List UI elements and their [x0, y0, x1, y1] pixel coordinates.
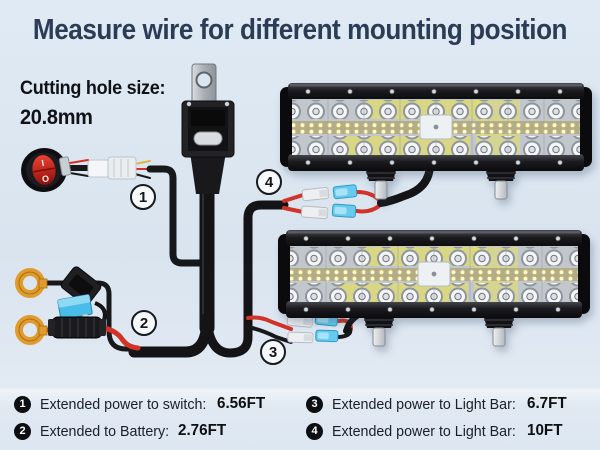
inline-wire-connector [87, 156, 137, 180]
spec-row-2: 2 Extended to Battery: 2.76FT [14, 420, 306, 442]
led-light-bar-top [279, 82, 593, 200]
cutting-hole-value: 20.8mm [20, 106, 93, 129]
spade-connectors-4 [300, 184, 358, 220]
inline-fuse-holder [48, 266, 107, 339]
switch-off-mark: O [41, 173, 50, 184]
callout-4: 4 [256, 169, 282, 195]
spec-1-badge-icon: 1 [14, 395, 31, 413]
relay-cable-boot [190, 152, 226, 194]
page-title: Measure wire for different mounting posi… [32, 14, 568, 46]
rocker-switch: I O [21, 147, 72, 193]
spec-4-value: 10FT [527, 422, 563, 439]
spec-4-badge-icon: 4 [306, 422, 323, 440]
spec-3-badge-icon: 3 [306, 395, 323, 413]
relay [181, 63, 235, 158]
spec-2-value: 2.76FT [177, 422, 227, 439]
spec-3-label: Extended power to Light Bar: [332, 395, 516, 413]
fuse-cap [60, 266, 102, 306]
cutting-hole-label: Cutting hole size: [20, 78, 166, 99]
spec-3-value: 6.7FT [527, 395, 568, 412]
switch-on-mark: I [41, 158, 45, 168]
spec-2-badge-icon: 2 [14, 422, 31, 440]
cutting-hole-note: Cutting hole size: 20.8mm [20, 78, 166, 130]
spec-row-3: 3 Extended power to Light Bar: 6.7FT [306, 393, 600, 415]
callout-2: 2 [131, 310, 157, 336]
spec-row-4: 4 Extended power to Light Bar: 10FT [306, 420, 600, 442]
led-light-bar-bottom [277, 229, 591, 347]
spec-legend: 1 Extended power to switch: 6.56FT 2 Ext… [0, 389, 600, 445]
ring-terminal-black-wire [15, 268, 48, 298]
ring-terminal-red-wire [15, 315, 48, 345]
spec-2-label: Extended to Battery: [40, 422, 170, 440]
spec-4-label: Extended power to Light Bar: [332, 422, 516, 440]
spec-1-value: 6.56FT [217, 395, 266, 412]
spec-row-1: 1 Extended power to switch: 6.56FT [14, 393, 306, 415]
callout-3: 3 [260, 339, 286, 365]
callout-1: 1 [130, 184, 156, 210]
spec-1-label: Extended power to switch: [40, 395, 207, 413]
